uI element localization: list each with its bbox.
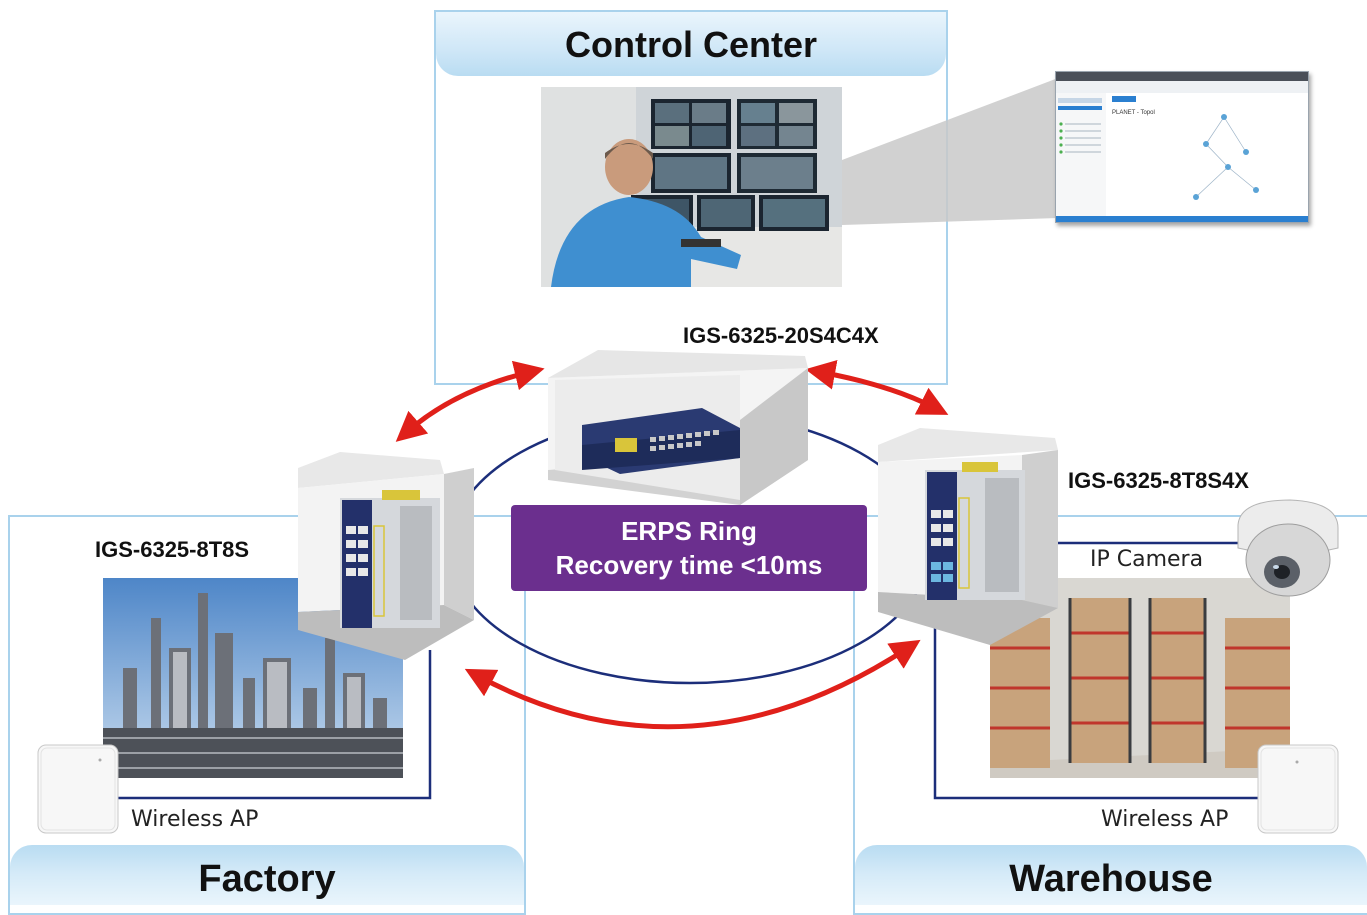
factory-photo <box>103 578 403 778</box>
uplink-lines <box>118 541 1262 800</box>
nms-window-title: PLANET - Topol <box>1112 110 1155 116</box>
erps-ring-title: ERPS Ring <box>621 516 757 546</box>
nms-screenshot: PLANET - Topol <box>1055 71 1309 223</box>
erps-recovery-time: Recovery time <10ms <box>555 550 823 580</box>
control-center-photo <box>541 87 842 287</box>
arrow-core-left <box>395 360 545 442</box>
factory-ap-label: Wireless AP <box>131 807 259 832</box>
camera-label: IP Camera <box>1090 547 1204 572</box>
warehouse-title: Warehouse <box>855 845 1367 905</box>
arrow-left-right <box>464 639 921 730</box>
factory-switch-label: IGS-6325-8T8S <box>95 537 250 562</box>
warehouse-ap-label: Wireless AP <box>1101 807 1229 832</box>
control-center-title: Control Center <box>436 12 946 76</box>
erps-ring-box: ERPS Ring Recovery time <10ms <box>511 505 867 591</box>
core-switch-label: IGS-6325-20S4C4X <box>683 323 879 348</box>
factory-title: Factory <box>10 845 524 905</box>
arrow-core-right <box>805 359 949 415</box>
warehouse-switch-label: IGS-6325-8T8S4X <box>1068 468 1249 493</box>
